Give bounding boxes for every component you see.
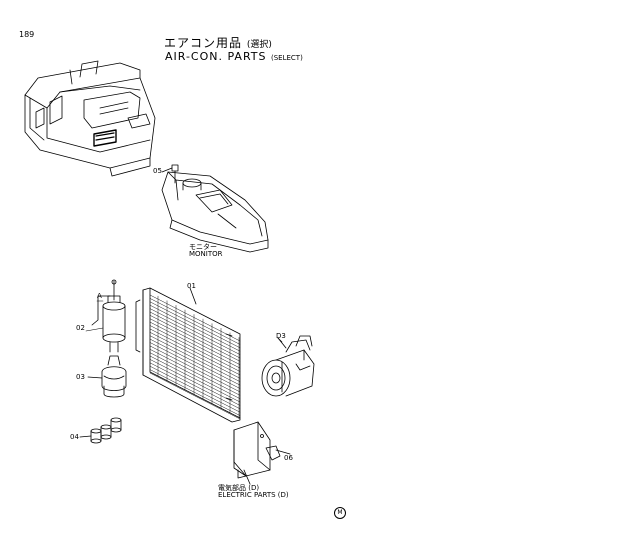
label-part-05: 05: [153, 167, 162, 175]
condenser-fin: [149, 332, 241, 379]
label-part-02: 02: [76, 324, 85, 332]
condenser-fin: [149, 372, 241, 420]
condenser-fin: [149, 335, 241, 382]
condenser-fin: [149, 369, 241, 416]
condenser-fin: [149, 318, 241, 365]
leader-lines: [85, 300, 283, 343]
condenser-fin: [149, 321, 241, 369]
compressor-drawing: [261, 335, 315, 397]
label-part-06: 06: [284, 454, 293, 462]
cab-overview-drawing: [24, 60, 156, 177]
condenser-fin: [149, 308, 241, 355]
condenser-fin: [149, 349, 241, 396]
condenser-fin: [149, 325, 241, 372]
condenser-fin: [149, 328, 241, 376]
title-en-suffix: (SELECT): [271, 54, 303, 62]
circled-mark: M: [334, 507, 346, 519]
condenser-fin: [149, 298, 241, 345]
bracket-drawing: [233, 421, 291, 485]
condenser-fin: [149, 301, 241, 349]
condenser-fin: [149, 345, 241, 393]
label-part-d3: D3: [276, 332, 286, 340]
caption-monitor: モニター MONITOR: [189, 243, 223, 259]
condenser-drawing: [135, 287, 241, 423]
clamp-drawing: [87, 355, 127, 398]
caption-electric-parts: 電気部品 (D) ELECTRIC PARTS (D): [218, 484, 289, 500]
label-part-01: 01: [187, 282, 196, 290]
condenser-fin: [149, 352, 241, 399]
page-number: 189: [19, 30, 35, 39]
caption-monitor-jp: モニター: [189, 243, 217, 251]
condenser-fin: [149, 342, 241, 389]
condenser-fin: [149, 304, 241, 352]
condenser-fin: [149, 355, 241, 403]
receiver-drier-drawing: [91, 279, 126, 353]
label-part-03: 03: [76, 373, 85, 381]
caption-electric-jp: 電気部品 (D): [218, 484, 260, 492]
title-jp-main: エアコン用品: [164, 36, 243, 50]
condenser-fin: [149, 359, 241, 406]
title-japanese: エアコン用品 (選択): [164, 37, 272, 50]
condenser-fin: [149, 362, 241, 410]
spacers-drawing: [79, 417, 122, 444]
label-part-a: A: [97, 292, 102, 300]
monitor-drawing: [161, 164, 269, 253]
condenser-fin: [149, 365, 241, 413]
caption-monitor-en: MONITOR: [189, 250, 223, 259]
condenser-fin: [149, 338, 241, 386]
label-part-04: 04: [70, 433, 79, 441]
condenser-fin: [149, 294, 241, 342]
caption-electric-en: ELECTRIC PARTS (D): [218, 491, 289, 500]
title-english: AIR-CON. PARTS (SELECT): [165, 51, 303, 62]
condenser-fin: [149, 315, 241, 362]
title-jp-suffix: (選択): [246, 40, 272, 50]
title-en-main: AIR-CON. PARTS: [165, 50, 267, 63]
condenser-fin: [149, 311, 241, 359]
